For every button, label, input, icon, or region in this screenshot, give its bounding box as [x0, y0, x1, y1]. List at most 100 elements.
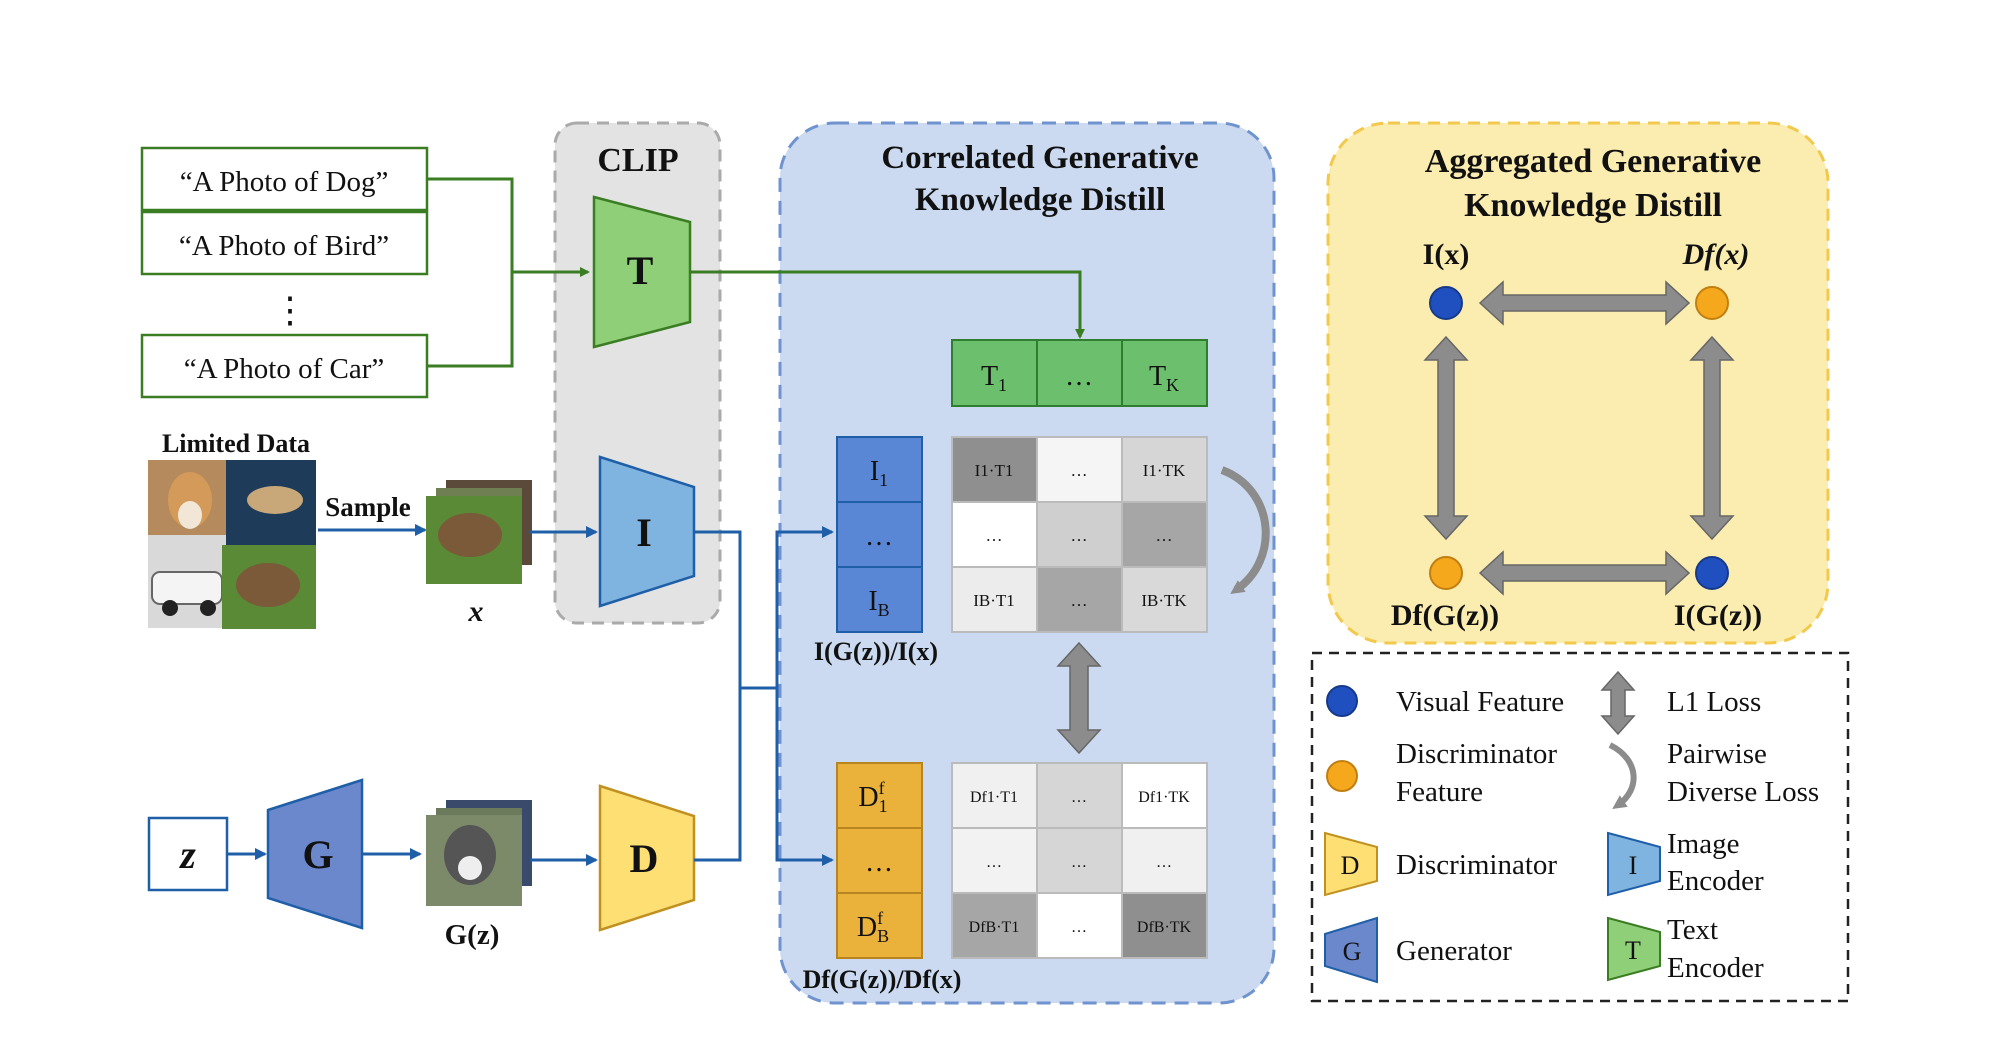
token-t1: T: [981, 361, 998, 392]
matrix-l1-arrow: [1056, 641, 1102, 755]
legend-visual-feature: Visual Feature: [1396, 686, 1564, 718]
feature-routing: [694, 526, 834, 866]
discriminator-d: [598, 784, 696, 932]
svg-text:TK: TK: [1149, 361, 1179, 395]
x-label: x: [468, 595, 484, 628]
legend-l1-loss: L1 Loss: [1667, 686, 1761, 718]
feat-i-ellipsis: …: [865, 521, 893, 552]
top-cell-3-1: IB·T1: [973, 591, 1015, 610]
legend-disc-feature-1: Discriminator: [1396, 738, 1557, 770]
top-cell-1-3: I1·TK: [1143, 461, 1186, 480]
text-encoder-t: [592, 195, 692, 349]
image-encoder-i-label: I: [636, 510, 652, 555]
sampled-x-stack: [426, 480, 532, 584]
svg-text:DfB: DfB: [857, 908, 889, 946]
legend-pairwise-2: Diverse Loss: [1667, 776, 1819, 808]
legend-text-encoder-2: Encoder: [1667, 952, 1764, 984]
legend-disc-feature-2: Feature: [1396, 776, 1483, 808]
agkd-ix-label: I(x): [1423, 238, 1470, 271]
svg-text:T1: T1: [981, 361, 1007, 395]
image-encoder-legend-icon: [1607, 831, 1661, 897]
agkd-dfgz-dot: [1429, 556, 1463, 590]
token-tk: T: [1149, 361, 1166, 392]
generator-g-label: G: [302, 832, 333, 877]
prompt-box-bird: [140, 210, 429, 276]
disc-feature-icon: [1326, 760, 1358, 792]
bottom-cell-2-2: …: [1071, 854, 1087, 871]
legend-image-encoder-1: Image: [1667, 828, 1739, 860]
prompt-dog: “A Photo of Dog”: [180, 166, 389, 198]
agkd-igz-label: I(G(z)): [1674, 599, 1762, 632]
bottom-cell-3-3: DfB·TK: [1137, 919, 1192, 936]
cgkd-title-line1: Correlated Generative: [881, 140, 1198, 176]
legend-g-icon-label: G: [1343, 937, 1362, 966]
z-label: z: [178, 832, 196, 877]
legend-text-encoder-1: Text: [1667, 914, 1718, 946]
agkd-igz-dot: [1695, 556, 1729, 590]
token-ellipsis: …: [1065, 361, 1093, 392]
clip-title: CLIP: [597, 142, 678, 179]
sample-label: Sample: [325, 492, 411, 522]
pairwise-loss-icon: [1608, 742, 1637, 809]
agkd-dfx-label: Df(x): [1682, 238, 1750, 271]
limited-data-title: Limited Data: [162, 429, 310, 458]
legend-generator: Generator: [1396, 935, 1512, 967]
generator-g: [266, 778, 364, 930]
feat-df1: D: [858, 782, 878, 813]
gz-stack: [426, 800, 532, 906]
prompt-list: “A Photo of Dog” “A Photo of Bird” ⋮ “A …: [140, 146, 429, 399]
top-cell-1-2: …: [1071, 461, 1088, 480]
bottom-cell-2-1: …: [986, 854, 1002, 871]
generator-legend-icon: [1324, 916, 1378, 984]
bottom-cell-3-2: …: [1071, 919, 1087, 936]
legend-d-icon-label: D: [1341, 851, 1360, 880]
prompt-bird: “A Photo of Bird”: [179, 230, 389, 262]
gz-label: G(z): [445, 919, 500, 951]
top-cell-3-2: …: [1071, 591, 1088, 610]
text-connectors: [427, 177, 1085, 368]
image-feature-caption: I(G(z))/I(x): [814, 637, 938, 666]
agkd-dfgz-label: Df(G(z)): [1391, 599, 1499, 632]
top-cell-2-2: …: [1071, 526, 1088, 545]
prompt-car: “A Photo of Car”: [184, 353, 385, 385]
top-cell-1-1: I1·T1: [975, 461, 1014, 480]
cgkd-title-line2: Knowledge Distill: [915, 182, 1165, 218]
feat-dfb: D: [857, 912, 877, 943]
legend-pairwise-1: Pairwise: [1667, 738, 1767, 770]
visual-feature-icon: [1326, 685, 1358, 717]
discriminator-d-label: D: [630, 836, 659, 881]
agkd-ix-dot: [1429, 286, 1463, 320]
image-encoder-i: [598, 455, 696, 608]
agkd-dfx-dot: [1695, 286, 1729, 320]
legend-discriminator: Discriminator: [1396, 849, 1557, 881]
prompt-ellipsis: ⋮: [272, 290, 308, 330]
legend-t-icon-label: T: [1625, 936, 1641, 965]
bottom-cell-1-1: Df1·T1: [970, 789, 1018, 806]
bottom-cell-3-1: DfB·T1: [969, 919, 1020, 936]
agkd-l1-arrows: [1423, 280, 1735, 596]
legend-image-encoder-2: Encoder: [1667, 865, 1764, 897]
legend-i-icon-label: I: [1629, 851, 1638, 880]
l1-loss-icon: [1600, 670, 1636, 736]
bottom-cell-1-3: Df1·TK: [1138, 789, 1190, 806]
bottom-similarity-matrix: [951, 762, 1208, 959]
agkd-title-line1: Aggregated Generative: [1425, 143, 1761, 180]
disc-feature-caption: Df(G(z))/Df(x): [803, 965, 962, 994]
bottom-cell-2-3: …: [1156, 854, 1172, 871]
bottom-cell-1-2: …: [1071, 789, 1087, 806]
limited-data-images: [148, 460, 316, 629]
image-feature-column: I1 … IB: [836, 436, 923, 633]
pairwise-diverse-arrow: [1220, 466, 1270, 594]
prompt-box-dog: [140, 146, 429, 212]
feat-i1: I: [870, 456, 879, 487]
text-encoder-t-label: T: [627, 248, 654, 293]
top-similarity-matrix: [951, 436, 1208, 633]
legend-box: [1310, 651, 1850, 1003]
discriminator-legend-icon: [1324, 831, 1378, 897]
feat-df-ellipsis: …: [865, 847, 893, 878]
feat-ib: I: [868, 586, 877, 617]
svg-text:Df1: Df1: [858, 778, 887, 816]
text-token-row: T1 … TK: [951, 339, 1208, 407]
top-cell-3-3: IB·TK: [1141, 591, 1187, 610]
